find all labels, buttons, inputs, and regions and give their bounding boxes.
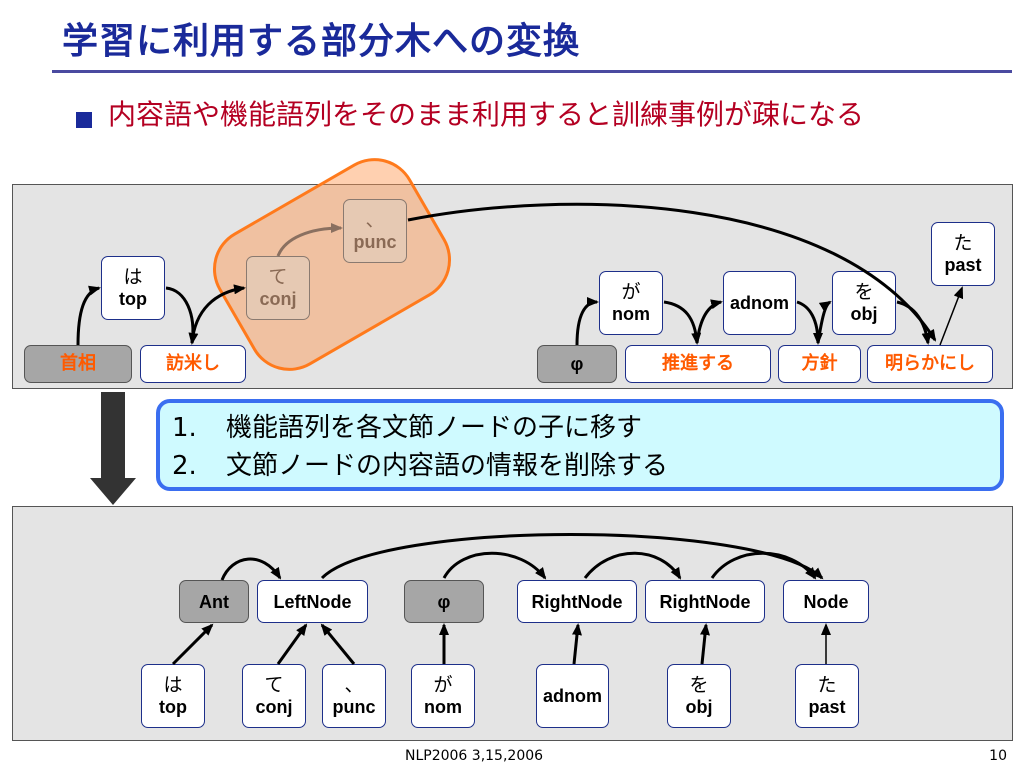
bullet-text: 内容語や機能語列をそのまま利用すると訓練事例が疎になる [108, 98, 865, 131]
leaf-node-conj: て conj [242, 664, 306, 728]
edge-phi-nom [575, 297, 599, 346]
func-tag: conj [259, 289, 297, 309]
func-node-nom: が nom [599, 271, 663, 335]
func-word: は [163, 674, 183, 696]
bullet-square-icon [76, 112, 92, 128]
slide-title: 学習に利用する部分木への変換 [62, 21, 581, 62]
edge-shusho-top [76, 285, 101, 346]
edge-ant-leftnode [220, 557, 282, 581]
func-word: が [433, 674, 453, 696]
content-node-houbeishi: 訪米し [140, 345, 246, 383]
head-node-rightnode-2: RightNode [645, 580, 765, 623]
transformation-steps: 1. 機能語列を各文節ノードの子に移す 2. 文節ノードの内容語の情報を削除する [156, 399, 1004, 491]
func-node-conj: て conj [246, 256, 310, 320]
edge-conj-leftnode [276, 623, 308, 665]
leaf-node-past: た past [795, 664, 859, 728]
func-node-obj: を obj [832, 271, 896, 335]
edge-houbeishi-conj [190, 284, 246, 344]
leaf-node-adnom: adnom [536, 664, 609, 728]
edge-punc-akirakanishi [407, 202, 937, 342]
func-tag: nom [612, 304, 650, 324]
head-node-phi: φ [404, 580, 484, 623]
content-node-shusho: 首相 [24, 345, 132, 383]
title-underline [52, 70, 1012, 73]
func-node-punc: 、 punc [343, 199, 407, 263]
content-node-suishinsuru: 推進する [625, 345, 771, 383]
leaf-node-nom: が nom [411, 664, 475, 728]
func-node-adnom: adnom [723, 271, 796, 335]
content-node-phi: φ [537, 345, 617, 383]
func-word: を [854, 281, 874, 303]
leaf-node-punc: 、 punc [322, 664, 386, 728]
transform-down-arrow [90, 392, 136, 505]
leaf-node-top: は top [141, 664, 205, 728]
content-node-houshin: 方針 [778, 345, 861, 383]
edge-phi-rightnode [442, 551, 547, 580]
func-tag: past [808, 697, 846, 717]
slide-footer: NLP2006 3,15,2006 [405, 748, 544, 764]
edge-leftnode-node [320, 533, 824, 580]
func-word: た [953, 232, 973, 254]
func-tag: conj [255, 697, 293, 717]
content-node-akirakanishi: 明らかにし [867, 345, 993, 383]
func-tag: punc [332, 697, 376, 717]
func-tag: obj [685, 697, 713, 717]
func-word: 、 [344, 674, 364, 696]
func-tag: adnom [542, 686, 602, 706]
func-tag: nom [424, 697, 462, 717]
step-2: 2. 文節ノードの内容語の情報を削除する [172, 447, 1000, 485]
func-tag: top [159, 697, 187, 717]
edge-punc-leftnode [320, 623, 356, 665]
func-word: を [689, 674, 709, 696]
step-1: 1. 機能語列を各文節ノードの子に移す [172, 409, 1000, 447]
edge-top-houbeishi [165, 286, 199, 345]
edge-obj-rightnode [700, 623, 710, 665]
edge-adnom-houshin [796, 300, 823, 345]
func-word: は [123, 266, 143, 288]
head-node-rightnode-1: RightNode [517, 580, 637, 623]
edge-rightnode-node [710, 551, 817, 580]
edge-top-ant [171, 623, 214, 666]
edge-obj-akirakanishi [896, 300, 932, 345]
func-tag: past [944, 255, 982, 275]
step-number: 1. [172, 413, 197, 443]
func-tag: obj [850, 304, 878, 324]
edge-rightnode-rightnode [583, 551, 682, 580]
page-number: 10 [989, 748, 1007, 764]
edge-houshin-obj [816, 300, 832, 344]
func-node-top: は top [101, 256, 165, 320]
head-node-node: Node [783, 580, 869, 623]
func-tag: top [119, 289, 147, 309]
edge-suishinsuru-adnom [695, 299, 723, 344]
edge-conj-punc [276, 223, 343, 257]
func-node-past: た past [931, 222, 995, 286]
edge-nom-suishinsuru [663, 300, 702, 345]
leaf-node-obj: を obj [667, 664, 731, 728]
func-word: た [817, 674, 837, 696]
func-tag: punc [353, 232, 397, 252]
func-word: 、 [365, 209, 385, 231]
head-node-ant: Ant [179, 580, 249, 623]
func-tag: adnom [729, 293, 789, 313]
step-text: 機能語列を各文節ノードの子に移す [226, 413, 643, 443]
edge-adnom-rightnode [572, 623, 582, 665]
head-node-leftnode: LeftNode [257, 580, 368, 623]
func-word: て [264, 674, 284, 696]
step-text: 文節ノードの内容語の情報を削除する [226, 451, 669, 481]
func-word: て [268, 266, 288, 288]
step-number: 2. [172, 451, 197, 481]
edge-akirakanishi-past [939, 286, 964, 346]
func-word: が [621, 281, 641, 303]
